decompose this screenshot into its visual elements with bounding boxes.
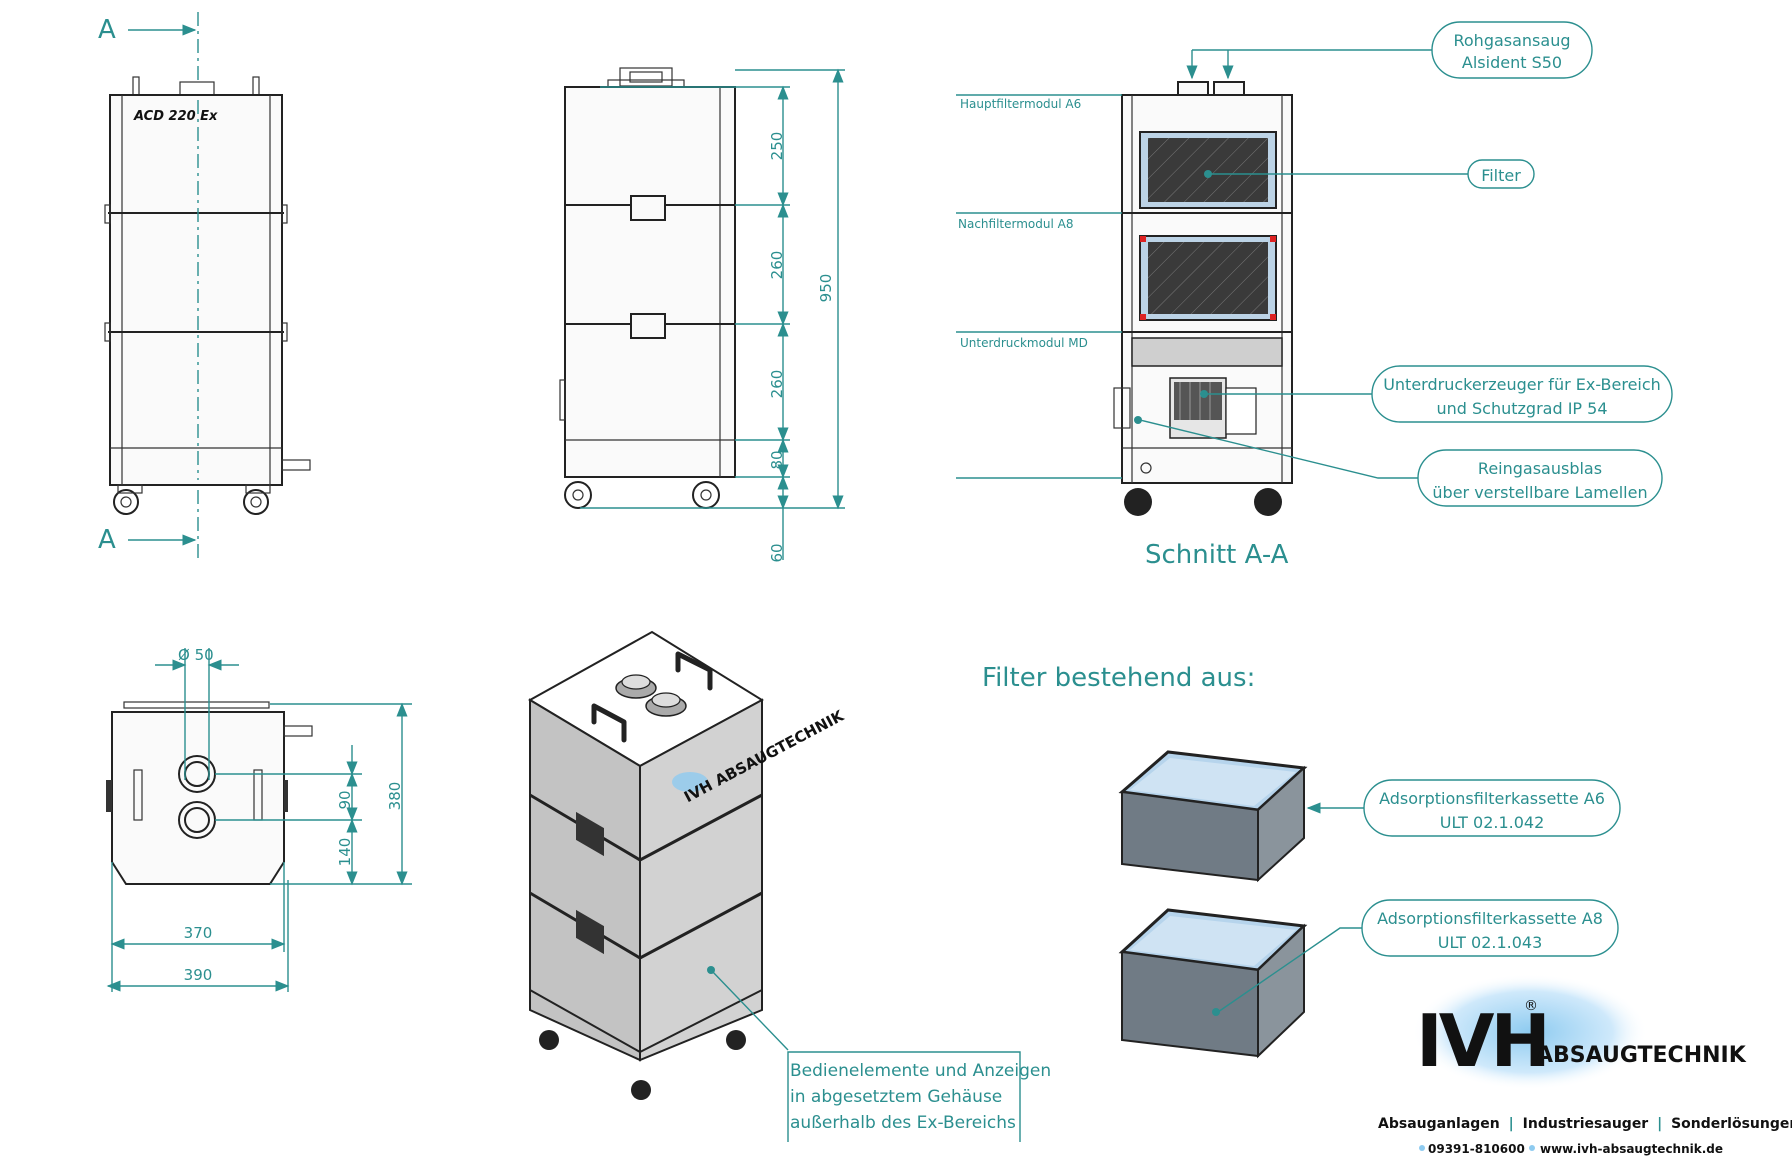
- callout-unterdruck-line2: und Schutzgrad IP 54: [1436, 399, 1607, 418]
- dim-250: 250: [768, 132, 786, 161]
- callout-rohgas-line2: Alsident S50: [1462, 53, 1562, 72]
- side-view: 250 260 260 80 60 950: [559, 67, 845, 563]
- callout-a6-line2: ULT 02.1.042: [1440, 813, 1545, 832]
- section-callouts: Rohgasansaug Alsident S50 Filter Unterdr…: [1134, 21, 1673, 507]
- section-view: Hauptfiltermodul A6 Nachfiltermodul A8 U…: [956, 81, 1293, 570]
- filter-heading: Filter bestehend aus:: [982, 663, 1255, 693]
- dim-950: 950: [817, 274, 835, 303]
- brand-block: IVH ABSAUGTECHNIK ® Absauganlagen | Indu…: [1378, 974, 1792, 1156]
- callout-unterdruck-line1: Unterdruckerzeuger für Ex-Bereich: [1383, 375, 1661, 394]
- callout-reingas-line2: über verstellbare Lamellen: [1432, 483, 1647, 502]
- dim-90: 90: [336, 790, 354, 809]
- dim-260-a: 260: [768, 251, 786, 280]
- dim-diameter: Ø 50: [178, 646, 214, 664]
- tagline-2: Industriesauger: [1523, 1116, 1649, 1132]
- web-icon: [1529, 1145, 1535, 1151]
- dim-140: 140: [336, 838, 354, 867]
- callout-a8-line2: ULT 02.1.043: [1438, 933, 1543, 952]
- control-note-line3: außerhalb des Ex-Bereichs: [790, 1113, 1016, 1133]
- module-label-md: Unterdruckmodul MD: [960, 336, 1088, 350]
- callout-reingas-line1: Reingasausblas: [1478, 459, 1602, 478]
- section-marker-bottom: A: [98, 525, 116, 555]
- brand-phone: 09391-810600: [1428, 1142, 1525, 1156]
- module-label-a8: Nachfiltermodul A8: [958, 217, 1073, 231]
- dim-260-b: 260: [768, 370, 786, 399]
- logo-reg: ®: [1524, 998, 1538, 1014]
- phone-icon: [1419, 1145, 1425, 1151]
- callout-a8-line1: Adsorptionsfilterkassette A8: [1377, 909, 1603, 928]
- model-label: ACD 220 Ex: [133, 109, 218, 124]
- dim-80: 80: [768, 450, 786, 469]
- tagline-1: Absauganlagen: [1378, 1116, 1500, 1132]
- tagline-sep-2: |: [1657, 1116, 1662, 1132]
- logo-glow: [1412, 974, 1648, 1090]
- tagline-sep-1: |: [1509, 1116, 1514, 1132]
- dim-380: 380: [386, 782, 404, 811]
- callout-rohgas-line1: Rohgasansaug: [1453, 31, 1570, 50]
- filter-cassettes: Filter bestehend aus: Adsorptionsfilterk…: [982, 663, 1621, 1059]
- callout-a6-line1: Adsorptionsfilterkassette A6: [1379, 789, 1605, 808]
- logo-ivh: IVH: [1416, 999, 1547, 1083]
- module-label-a6: Hauptfiltermodul A6: [960, 97, 1081, 111]
- brand-tagline: Absauganlagen | Industriesauger | Sonder…: [1378, 1116, 1792, 1132]
- front-view: A A ACD 220 Ex: [98, 12, 311, 558]
- callout-filter-text: Filter: [1481, 166, 1521, 185]
- control-note-line1: Bedienelemente und Anzeigen: [790, 1061, 1051, 1081]
- section-title: Schnitt A-A: [1145, 540, 1289, 570]
- top-view: Ø 50 90 140 380 370 390: [106, 646, 412, 992]
- control-note-line2: in abgesetztem Gehäuse: [790, 1087, 1002, 1107]
- logo-sub: ABSAUGTECHNIK: [1536, 1043, 1747, 1068]
- tagline-3: Sonderlösungen: [1671, 1116, 1792, 1132]
- brand-web[interactable]: www.ivh-absaugtechnik.de: [1540, 1142, 1723, 1156]
- iso-view: IVH ABSAUGTECHNIK Bedienelemente und Anz…: [528, 630, 1051, 1142]
- section-marker-top: A: [98, 15, 116, 45]
- dim-390: 390: [184, 966, 213, 984]
- dim-60: 60: [768, 543, 786, 562]
- dim-370: 370: [184, 924, 213, 942]
